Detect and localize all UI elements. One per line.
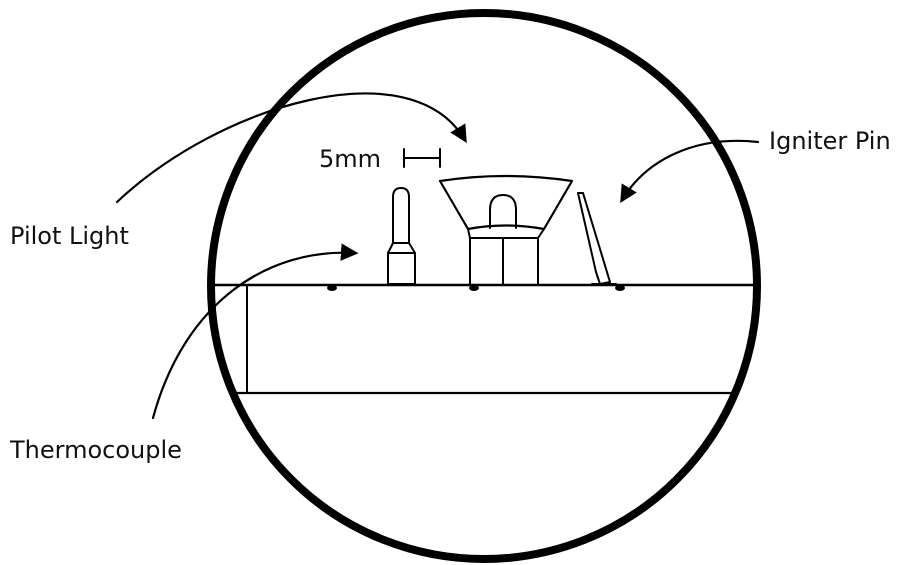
- thermocouple-probe: [387, 187, 416, 285]
- igniter-pin-label: Igniter Pin: [769, 127, 891, 155]
- mount-dot: [469, 285, 479, 291]
- thermocouple-arrow: [151, 243, 359, 420]
- magnifier-view: [207, 9, 761, 563]
- mount-dot: [327, 285, 337, 291]
- pilot-light-arrow: [115, 92, 467, 204]
- igniter-pin: [577, 192, 617, 285]
- scale-bar: [403, 148, 441, 168]
- thermocouple-label: Thermocouple: [9, 436, 182, 464]
- pilot-light-hood: [438, 174, 574, 285]
- pilot-light-label: Pilot Light: [10, 222, 129, 250]
- mount-dot: [615, 285, 625, 291]
- scale-label: 5mm: [319, 145, 381, 173]
- magnifier-circle: [207, 9, 761, 563]
- igniter-pin-arrow: [620, 139, 760, 204]
